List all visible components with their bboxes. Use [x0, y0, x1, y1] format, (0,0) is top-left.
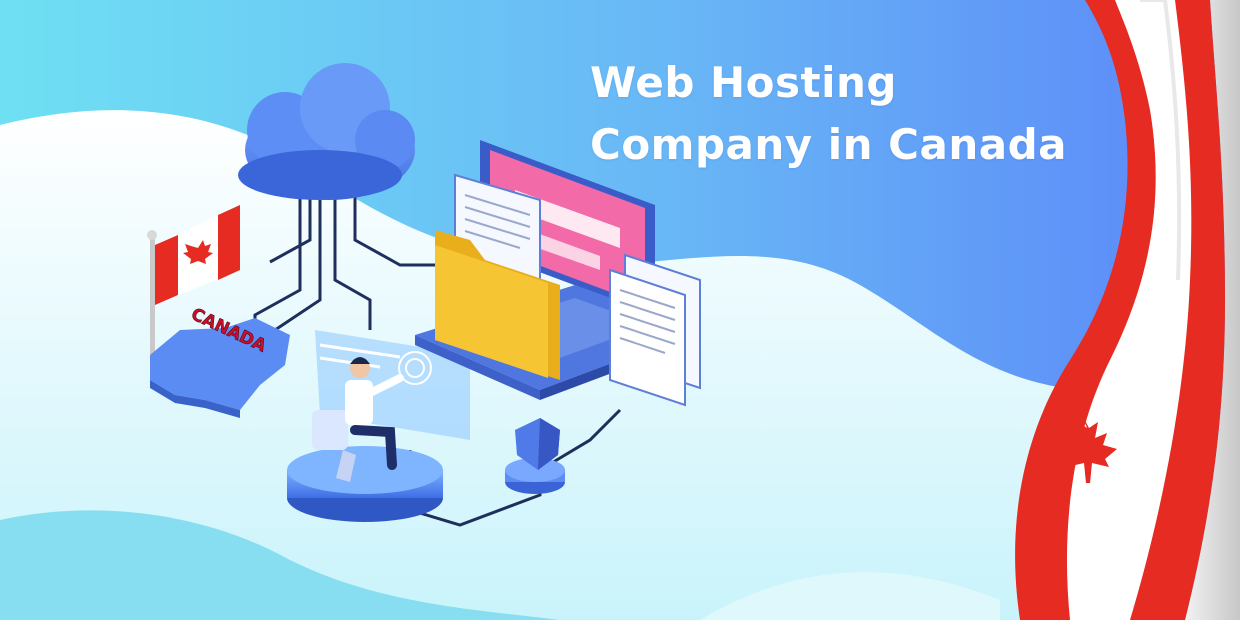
headline-line-2: Company in Canada	[590, 120, 1067, 169]
cloud-icon	[238, 63, 415, 200]
document-icon	[454, 173, 701, 407]
folder-icon	[435, 230, 560, 380]
maple-leaf-icon	[1059, 415, 1117, 483]
canadian-flag-icon	[147, 205, 240, 375]
headline-line-1: Web Hosting	[590, 58, 897, 107]
shield-icon	[505, 418, 565, 494]
flag-ribbon	[1015, 0, 1240, 620]
user-at-holo-screen-icon	[287, 357, 443, 522]
page-headline: Web Hosting Company in Canada	[590, 52, 1110, 176]
